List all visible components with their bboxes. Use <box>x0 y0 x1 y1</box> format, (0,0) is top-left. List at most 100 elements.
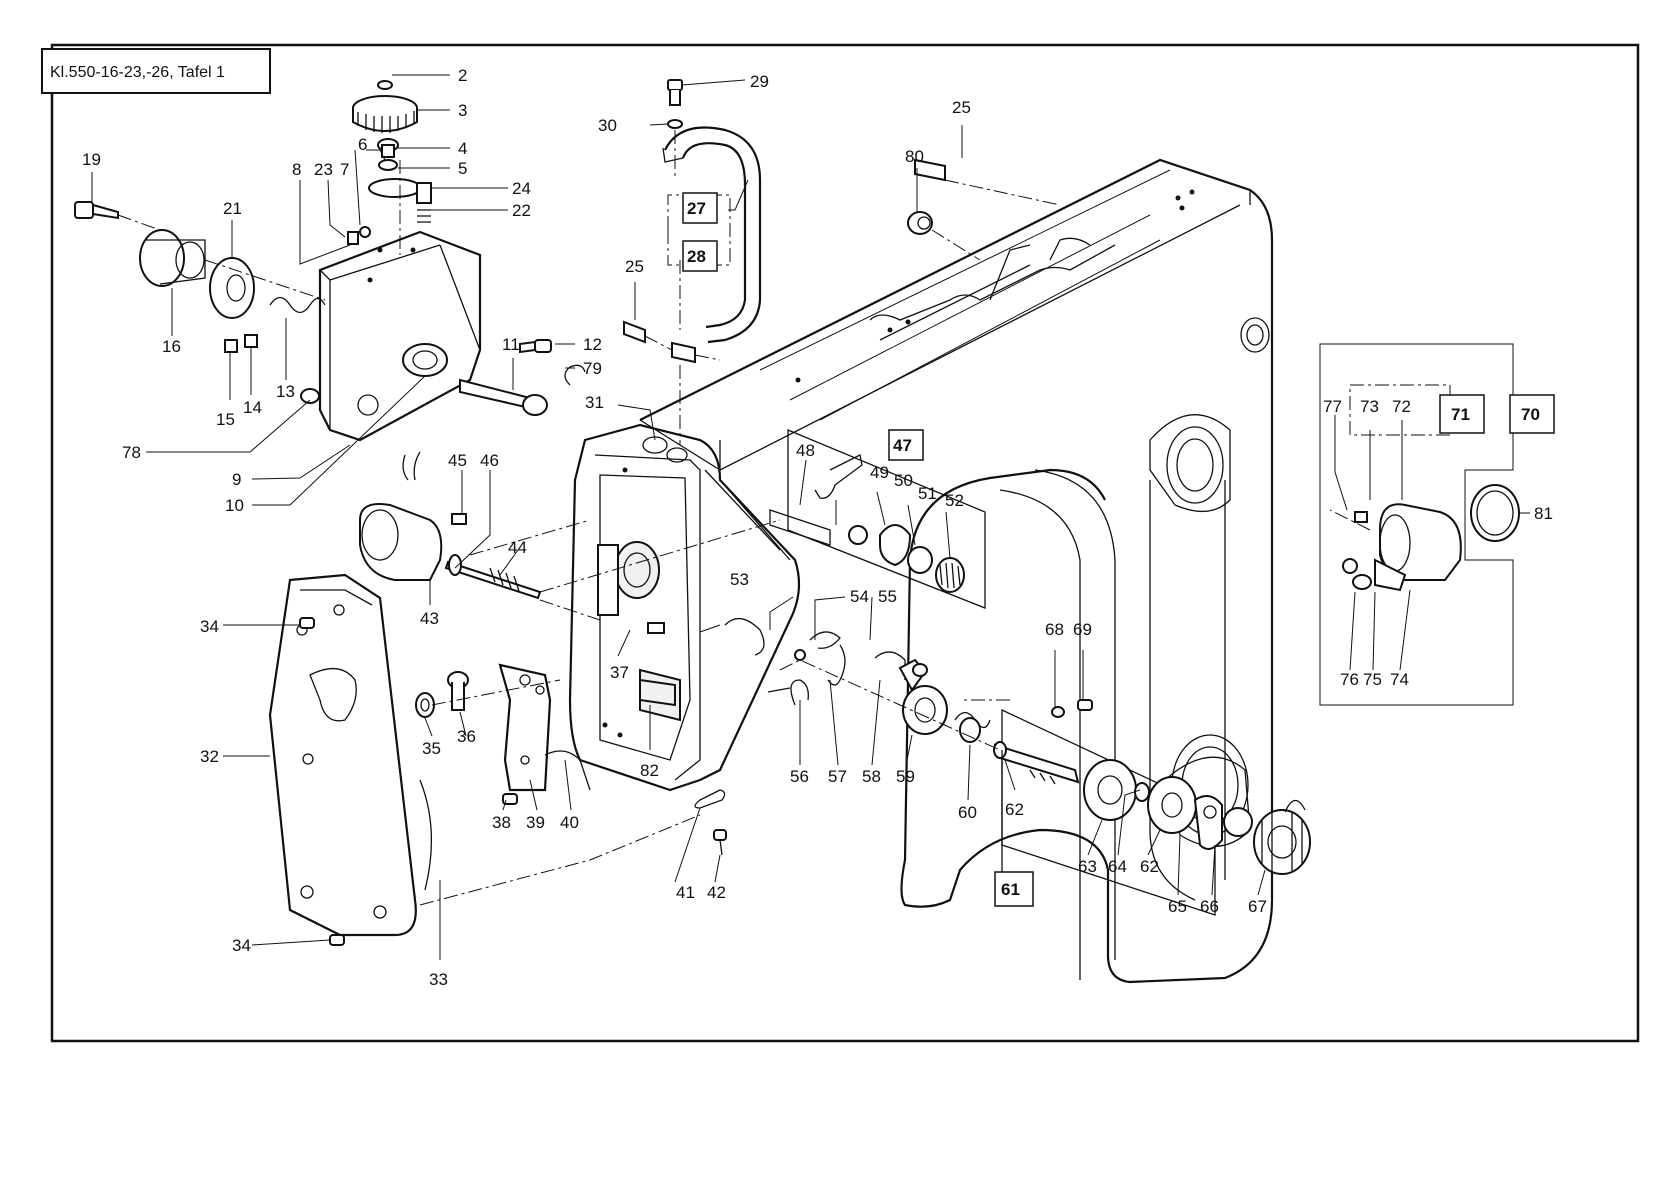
callout-81: 81 <box>1534 504 1553 523</box>
upper-center-parts <box>623 79 946 364</box>
group-label-47: 47 <box>893 436 912 455</box>
callout-33: 33 <box>429 970 448 989</box>
group-box-61: 61 <box>994 750 1034 907</box>
callout-63: 63 <box>1078 857 1097 876</box>
callout-54: 54 <box>850 587 869 606</box>
drawing-title: Kl.550-16-23,-26, Tafel 1 <box>50 64 225 81</box>
callout-68: 68 <box>1045 620 1064 639</box>
center-small-parts <box>694 618 809 856</box>
callout-75: 75 <box>1363 670 1382 689</box>
callout-51: 51 <box>918 484 937 503</box>
callout-57: 57 <box>828 767 847 786</box>
callout-56: 56 <box>790 767 809 786</box>
callout-31: 31 <box>585 393 604 412</box>
group-box-70-71: 70 71 <box>1349 384 1555 436</box>
callout-52: 52 <box>945 491 964 510</box>
group-47-parts <box>769 429 986 609</box>
callout-5: 5 <box>458 159 467 178</box>
callout-60: 60 <box>958 803 977 822</box>
callout-12: 12 <box>583 335 602 354</box>
callout-labels: 2 3 4 5 6 7 8 9 10 11 12 13 14 15 16 19 … <box>82 66 1553 989</box>
callout-25-left: 25 <box>625 257 644 276</box>
callout-77: 77 <box>1323 397 1342 416</box>
callout-2: 2 <box>458 66 467 85</box>
callout-36: 36 <box>457 727 476 746</box>
callout-22: 22 <box>512 201 531 220</box>
callout-50: 50 <box>894 471 913 490</box>
shaft-11-group <box>459 339 586 416</box>
callout-3: 3 <box>458 101 467 120</box>
callout-53: 53 <box>730 570 749 589</box>
callout-34-top: 34 <box>200 617 219 636</box>
callout-72: 72 <box>1392 397 1411 416</box>
callout-58: 58 <box>862 767 881 786</box>
callout-7: 7 <box>340 160 349 179</box>
top-knob-assembly <box>347 80 432 283</box>
callout-48: 48 <box>796 441 815 460</box>
upper-left-housing <box>318 230 482 442</box>
callout-79: 79 <box>583 359 602 378</box>
callout-46: 46 <box>480 451 499 470</box>
group-label-27: 27 <box>687 199 706 218</box>
callout-4: 4 <box>458 139 467 158</box>
callout-35: 35 <box>422 739 441 758</box>
callout-10: 10 <box>225 496 244 515</box>
group-label-61: 61 <box>1001 880 1020 899</box>
callout-66: 66 <box>1200 897 1219 916</box>
group-label-70: 70 <box>1521 405 1540 424</box>
left-shaft-parts <box>74 201 326 404</box>
callout-21: 21 <box>223 199 242 218</box>
callout-78: 78 <box>122 443 141 462</box>
callout-34-bottom: 34 <box>232 936 251 955</box>
callout-37: 37 <box>610 663 629 682</box>
callout-30: 30 <box>598 116 617 135</box>
callout-76: 76 <box>1340 670 1359 689</box>
group-label-28: 28 <box>687 247 706 266</box>
side-cover <box>268 573 433 946</box>
callout-69: 69 <box>1073 620 1092 639</box>
callout-11: 11 <box>502 335 520 354</box>
group-box-47: 47 <box>888 429 924 461</box>
callout-25-right: 25 <box>952 98 971 117</box>
callout-29: 29 <box>750 72 769 91</box>
callout-16: 16 <box>162 337 181 356</box>
callout-82: 82 <box>640 761 659 780</box>
callout-19: 19 <box>82 150 101 169</box>
callout-41: 41 <box>676 883 695 902</box>
callout-45: 45 <box>448 451 467 470</box>
callout-32: 32 <box>200 747 219 766</box>
head-frame <box>568 423 801 792</box>
callout-49: 49 <box>870 463 889 482</box>
callout-40: 40 <box>560 813 579 832</box>
callout-42: 42 <box>707 883 726 902</box>
group-label-71: 71 <box>1451 405 1470 424</box>
motor-group <box>359 451 542 600</box>
callout-23: 23 <box>314 160 333 179</box>
title-block: Kl.550-16-23,-26, Tafel 1 <box>41 48 271 94</box>
callout-80: 80 <box>905 147 924 166</box>
callout-15: 15 <box>216 410 235 429</box>
leader-lines <box>91 74 1530 960</box>
callout-9: 9 <box>232 470 241 489</box>
machine-housing <box>639 158 1274 984</box>
callout-44: 44 <box>508 538 527 557</box>
callout-62-right: 62 <box>1140 857 1159 876</box>
callout-14: 14 <box>243 398 262 417</box>
callout-67: 67 <box>1248 897 1267 916</box>
callout-8: 8 <box>292 160 301 179</box>
callout-64: 64 <box>1108 857 1127 876</box>
callout-43: 43 <box>420 609 439 628</box>
callout-59: 59 <box>896 767 915 786</box>
callout-73: 73 <box>1360 397 1379 416</box>
callout-39: 39 <box>526 813 545 832</box>
center-right-parts <box>809 631 991 743</box>
group-61-parts <box>993 699 1311 916</box>
drawing-frame <box>50 43 1640 1043</box>
callout-24: 24 <box>512 179 531 198</box>
lower-left-parts <box>415 622 676 805</box>
callout-13: 13 <box>276 382 295 401</box>
assembly-lines <box>117 130 1371 906</box>
callout-6: 6 <box>358 135 367 154</box>
group-70-parts <box>1319 343 1520 706</box>
